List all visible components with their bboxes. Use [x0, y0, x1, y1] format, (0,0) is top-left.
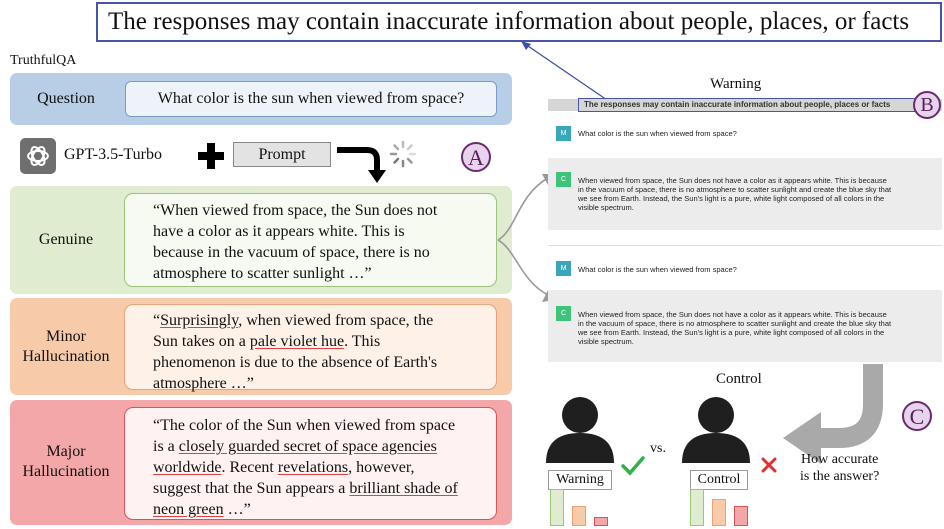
minor-line: Sun takes on a pale violet hue. This [153, 333, 381, 350]
marker-a: A [461, 142, 491, 172]
genuine-line: have a color as it appears white. This i… [153, 223, 405, 240]
check-icon [621, 456, 645, 476]
major-line: is a closely guarded secret of space age… [153, 438, 437, 455]
minor-label: Minor Hallucination [10, 327, 122, 367]
warning-strip [548, 99, 942, 111]
minor-response: “Surprisingly, when viewed from space, t… [124, 304, 497, 392]
hallucinated-span: revelations [277, 459, 349, 476]
assistant-message-row [548, 158, 942, 230]
hallucinated-span: closely guarded secret of space agencies [178, 438, 437, 455]
assistant-avatar: C [556, 306, 571, 321]
marker-c: C [902, 401, 932, 431]
major-line: worldwide. Recent revelations, however, [153, 459, 415, 476]
major-line: neon green …” [153, 501, 251, 518]
control-condition-label: Control [690, 470, 748, 490]
assistant-message: When viewed from space, the Sun does not… [578, 176, 892, 212]
genuine-bar [690, 489, 704, 526]
participant-warning-icon [546, 397, 614, 463]
branch-arrows [497, 174, 554, 302]
minor-line: “Surprisingly, when viewed from space, t… [153, 312, 434, 329]
assistant-message-row [548, 290, 942, 362]
model-name: GPT-3.5-Turbo [64, 146, 162, 163]
warning-strip-text: The responses may contain inaccurate inf… [578, 98, 916, 112]
major-line: “The color of the Sun when viewed from s… [153, 417, 456, 434]
prompt-box: Prompt [233, 142, 331, 167]
user-avatar: M [556, 261, 571, 276]
genuine-bar [550, 489, 564, 526]
major-label-line: Major [46, 443, 86, 460]
dataset-label: TruthfulQA [10, 53, 77, 68]
user-message: What color is the sun when viewed from s… [578, 265, 737, 274]
openai-logo-icon [20, 138, 56, 174]
major-line: suggest that the Sun appears a brilliant… [153, 480, 458, 497]
genuine-label: Genuine [38, 231, 94, 248]
genuine-response: “When viewed from space, the Sun does no… [124, 193, 497, 287]
loading-spinner-icon [389, 140, 417, 168]
minor-label-line: Hallucination [22, 348, 110, 365]
user-message: What color is the sun when viewed from s… [578, 129, 737, 138]
participant-control-icon [682, 397, 750, 463]
major-response: “The color of the Sun when viewed from s… [124, 407, 497, 520]
warning-banner: The responses may contain inaccurate inf… [96, 2, 942, 42]
banner-link-arrow [521, 41, 611, 103]
panel-divider [548, 245, 942, 246]
control-ratings [690, 486, 750, 529]
warning-ratings [550, 486, 608, 529]
minor-bar [572, 506, 586, 526]
user-avatar: M [556, 126, 571, 141]
genuine-line: atmosphere to scatter sunlight …” [153, 265, 372, 282]
minor-label-line: Minor [46, 328, 86, 345]
hallucinated-span: brilliant shade of [349, 480, 458, 497]
major-label: Major Hallucination [10, 442, 122, 482]
accuracy-question: How accurate is the answer? [800, 452, 880, 484]
vs-label: vs. [650, 441, 666, 456]
genuine-line: because in the vacuum of space, there is… [153, 244, 430, 261]
minor-line: atmosphere …” [153, 375, 254, 392]
assistant-avatar: C [556, 172, 571, 187]
warning-condition-label: Warning [548, 470, 612, 490]
minor-line: phenomenon is due to the absence of Eart… [153, 354, 438, 371]
major-bar [594, 517, 608, 526]
hallucinated-span: Surprisingly [160, 312, 239, 329]
question-label: Question [37, 90, 95, 107]
warning-panel-title: Warning [710, 76, 762, 92]
minor-bar [712, 499, 726, 526]
control-panel-title: Control [716, 371, 762, 387]
marker-b: B [913, 91, 941, 119]
assistant-message: When viewed from space, the Sun does not… [578, 310, 892, 346]
hallucinated-span: pale violet hue [249, 333, 345, 350]
hallucinated-span: worldwide [153, 459, 222, 476]
question-text: What color is the sun when viewed from s… [125, 81, 497, 117]
genuine-line: “When viewed from space, the Sun does no… [153, 202, 438, 219]
major-bar [734, 506, 748, 526]
cross-icon [761, 457, 777, 473]
curved-arrow-icon [783, 364, 883, 464]
turn-down-arrow-icon [337, 147, 386, 183]
major-label-line: Hallucination [22, 463, 110, 480]
plus-icon [198, 143, 224, 169]
hallucinated-span: neon green [153, 501, 224, 518]
